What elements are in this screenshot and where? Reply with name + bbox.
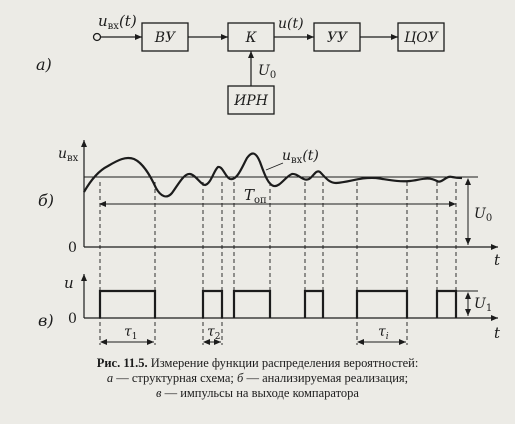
caption-item-b: б <box>237 371 244 385</box>
pulse-5 <box>355 289 409 318</box>
k-output-label: u(t) <box>278 16 304 32</box>
block-irn-label: ИРН <box>233 93 269 109</box>
caption-figure-number: Рис. 11.5. <box>96 356 148 370</box>
caption-line-3: в — импульсы на выходе компаратора <box>0 386 515 401</box>
curve-label: uвх(t) <box>282 148 319 166</box>
pulse-4 <box>303 289 325 318</box>
curve-label-leader <box>265 162 284 171</box>
signal-origin-label: 0 <box>68 240 77 256</box>
signal-x-axis-label: t <box>494 251 501 269</box>
pulse-y-axis-label: u <box>64 274 74 292</box>
tau1-label: τ1 <box>124 324 137 342</box>
pulses <box>98 289 458 318</box>
input-signal-label: uвх(t) <box>98 12 137 32</box>
caption-title: Измерение функции распределения вероятно… <box>150 356 419 370</box>
block-vu-label: ВУ <box>154 30 176 46</box>
caption-item-v: в <box>156 386 162 400</box>
block-k-label: К <box>245 30 258 46</box>
projection-lines <box>99 182 457 345</box>
block-uu-label: УУ <box>327 30 348 46</box>
pulse-3 <box>232 289 272 318</box>
pulse-6 <box>435 289 458 318</box>
pulse-2 <box>201 289 224 318</box>
caption-line-2: а — структурная схема; б — анализируемая… <box>0 371 515 386</box>
block-tsou <box>397 22 445 52</box>
level-label: U0 <box>474 206 492 224</box>
caption-item-v-text: — импульсы на выходе компаратора <box>161 386 359 400</box>
amp-label: U1 <box>474 296 492 314</box>
pulse-1 <box>98 289 157 318</box>
u0-label: U0 <box>258 63 276 81</box>
caption-line-1: Рис. 11.5. Измерение функции распределен… <box>0 356 515 371</box>
signal-curve <box>83 152 463 198</box>
panel-label-v: в) <box>38 311 54 330</box>
signal-y-axis-label: uвх <box>58 146 79 164</box>
period-label: Tоп <box>244 186 267 206</box>
block-tsou-label: ЦОУ <box>404 30 439 46</box>
panel-label-a: а) <box>36 55 52 74</box>
panel-label-b: б) <box>38 191 54 210</box>
caption-item-a: а <box>106 371 114 385</box>
caption-item-a-text: — структурная схема; <box>113 371 238 385</box>
pulse-x-axis-label: t <box>494 324 501 342</box>
input-terminal <box>92 32 102 42</box>
pulse-origin-label: 0 <box>68 311 77 327</box>
tau2-label: τ2 <box>207 324 220 342</box>
figure-caption: Рис. 11.5. Измерение функции распределен… <box>0 356 515 401</box>
caption-item-b-text: — анализируемая реализация; <box>243 371 409 385</box>
taui-label: τi <box>378 324 389 342</box>
